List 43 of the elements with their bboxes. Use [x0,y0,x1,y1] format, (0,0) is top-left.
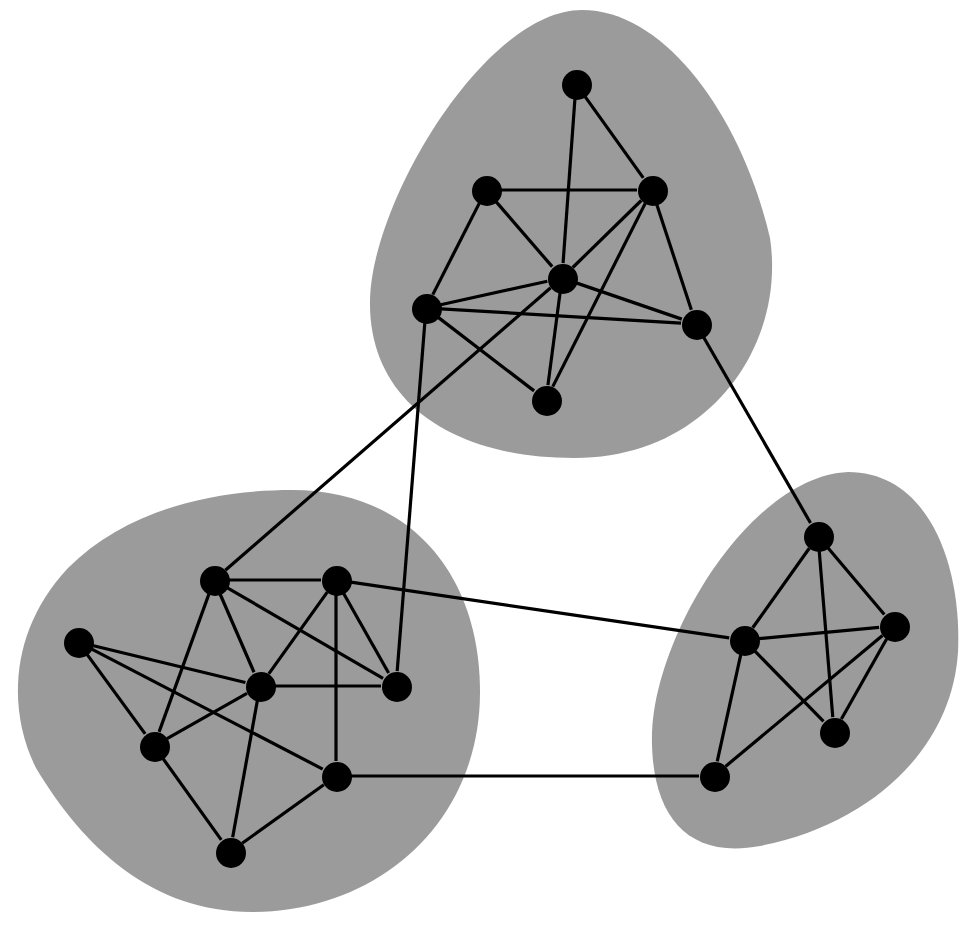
edge-line [166,692,248,740]
edge-line [226,586,384,680]
edge-line [655,203,693,311]
edge-line [90,647,324,771]
edge-line [575,281,683,321]
edge-line [161,757,223,841]
edge-line [546,292,562,386]
edge-line [218,593,256,673]
edge-line [342,592,390,674]
edge-line [157,593,211,733]
edge-line [440,307,682,325]
edge-line [494,200,554,268]
edge-line [395,322,427,672]
edge-line [702,336,812,524]
edge-line [551,202,647,388]
edge-line [715,654,743,762]
edge-line [241,783,325,845]
edge-line [440,279,548,307]
edge-line [275,684,381,688]
edge-line [231,700,259,838]
edge-line [224,286,552,572]
edge-line [351,774,699,778]
edge-line [229,578,321,582]
edge-line [267,591,329,675]
edge-line [350,580,730,640]
edge-line [840,638,888,720]
edge-line [826,546,886,616]
edge-line [724,634,884,768]
edge-line [571,199,643,269]
edge-line [436,315,536,393]
cluster-blob [648,468,964,852]
edge-line [431,202,481,296]
edge-line [334,595,338,761]
edge-line [758,625,880,641]
edge-line [85,653,147,735]
edge-line [561,98,577,264]
cluster-blob [366,8,778,460]
edge-line [92,643,246,685]
edge-line [583,95,645,179]
edge-line [753,649,825,723]
edge-line [817,550,835,718]
edge-line [501,188,637,192]
edge-line [751,547,811,629]
